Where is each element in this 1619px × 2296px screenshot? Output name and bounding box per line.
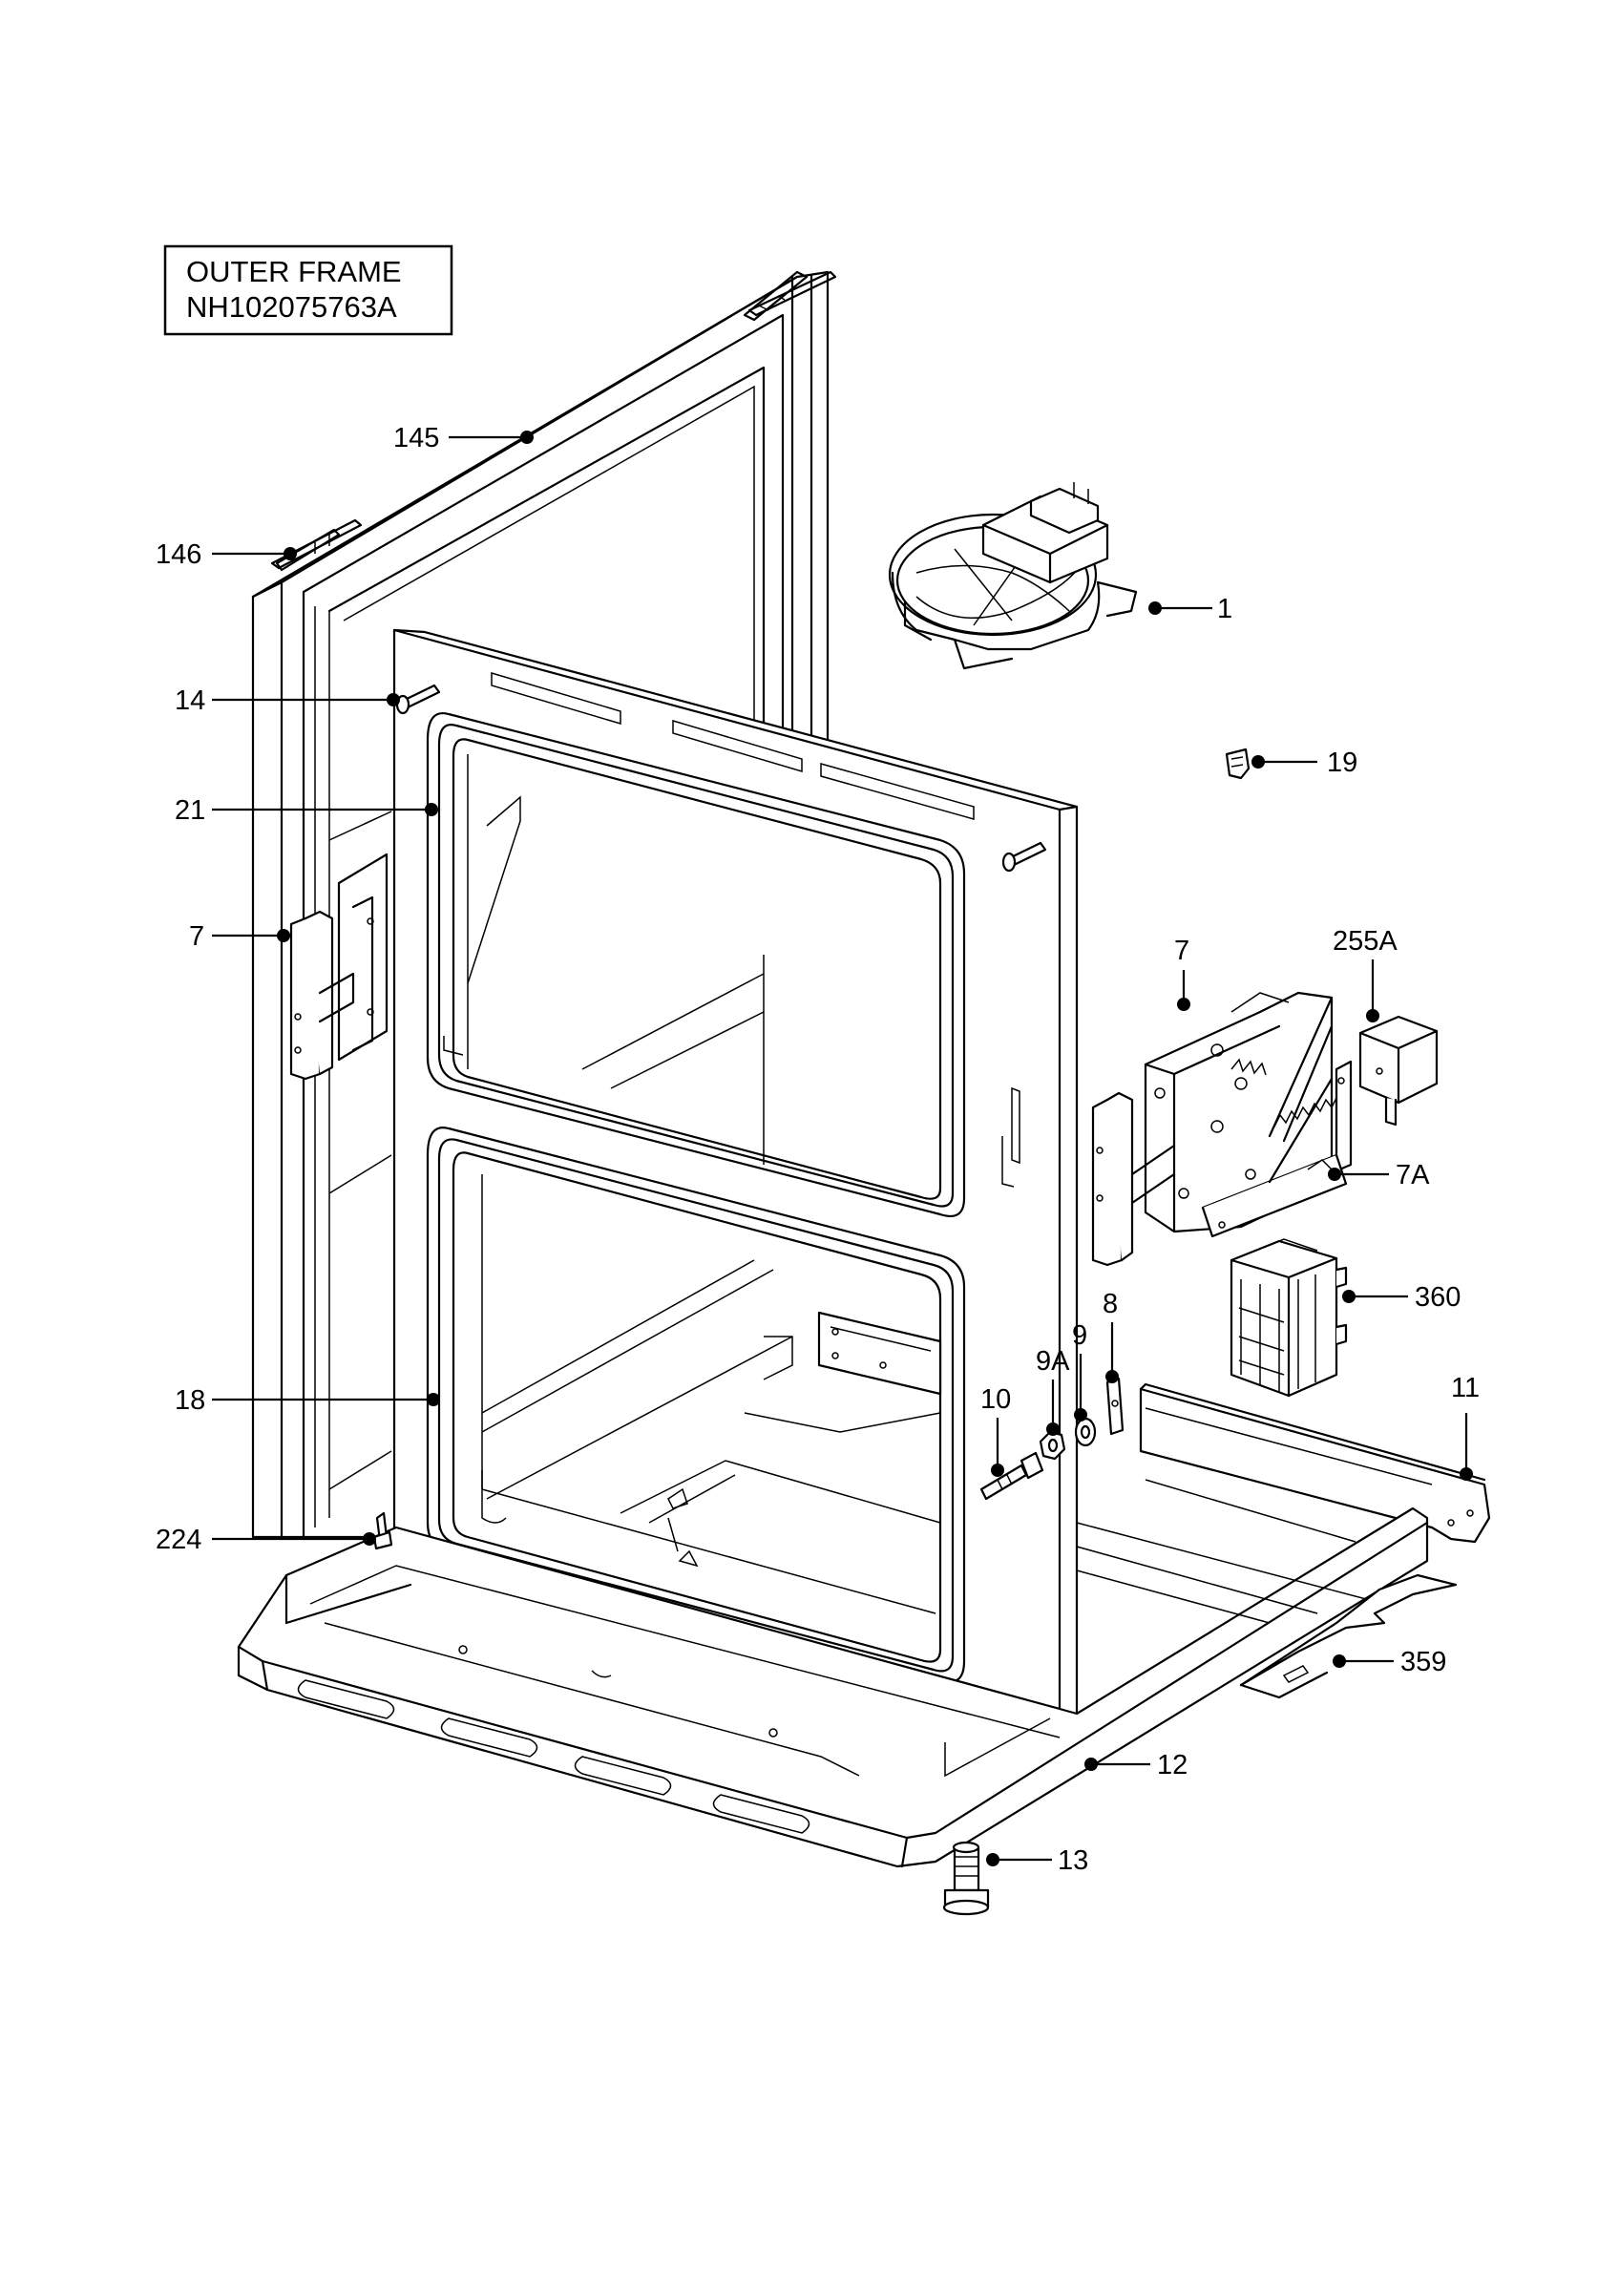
callout-labels: 145 146 1 14 19 21 7 7 255A 7A 360 8 9A …	[156, 423, 1480, 1876]
callout-7-left: 7	[189, 921, 204, 952]
part-9-washer	[1074, 1417, 1097, 1447]
callout-8: 8	[1103, 1289, 1118, 1319]
part-146-clip	[270, 518, 363, 570]
screws-14	[395, 684, 1047, 873]
callout-1: 1	[1217, 594, 1232, 624]
callout-11: 11	[1451, 1373, 1480, 1403]
callout-18: 18	[175, 1385, 205, 1416]
callout-10: 10	[980, 1384, 1011, 1415]
callout-12: 12	[1157, 1750, 1188, 1780]
title-line-2: NH102075763A	[186, 290, 397, 324]
part-224-clip	[372, 1511, 393, 1550]
base-plate	[237, 1479, 1429, 1868]
callout-224: 224	[156, 1525, 201, 1555]
callout-13: 13	[1058, 1845, 1088, 1876]
left-hinge	[289, 853, 389, 1081]
right-hinge	[1091, 991, 1344, 1267]
title-line-1: OUTER FRAME	[186, 255, 402, 288]
part-10-sensor	[979, 1451, 1044, 1501]
callout-7a: 7A	[1396, 1160, 1430, 1190]
callout-145: 145	[393, 423, 439, 453]
callout-146: 146	[156, 539, 201, 570]
part-7a-bracket	[1201, 1060, 1353, 1238]
title-box: OUTER FRAME NH102075763A	[163, 244, 453, 336]
part-255a-switch	[1358, 1015, 1439, 1127]
callout-9: 9	[1072, 1320, 1087, 1351]
callout-leaders	[212, 431, 1473, 1866]
callout-21: 21	[175, 795, 205, 826]
part-8-clip	[1105, 1377, 1125, 1436]
callout-255a: 255A	[1333, 926, 1398, 957]
part-19-clip	[1225, 748, 1251, 780]
part-359-plate	[1239, 1573, 1458, 1699]
callout-360: 360	[1415, 1282, 1461, 1313]
part-13-foot	[942, 1841, 990, 1916]
callout-14: 14	[175, 685, 205, 716]
callout-7-right: 7	[1174, 936, 1189, 966]
front-frame	[392, 628, 1079, 1716]
part-360-terminal-block	[1230, 1238, 1348, 1398]
part-11-rail	[1139, 1382, 1491, 1544]
callout-9a: 9A	[1036, 1346, 1070, 1377]
callout-19: 19	[1327, 748, 1357, 778]
top-clip	[747, 270, 837, 317]
callout-359: 359	[1400, 1647, 1446, 1677]
fan-assembly	[888, 482, 1138, 670]
